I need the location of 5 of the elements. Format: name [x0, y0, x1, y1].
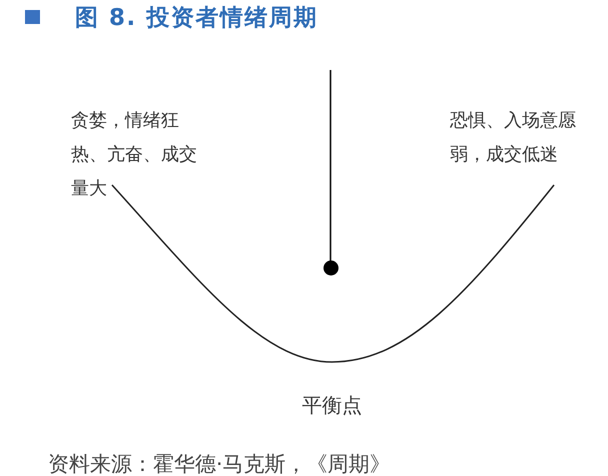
- equilibrium-label: 平衡点: [302, 393, 362, 417]
- annotation-text: 贪婪，情绪狂热、亢奋、成交量大: [71, 109, 197, 201]
- annotation-text: 恐惧、入场意愿弱，成交低迷: [450, 109, 576, 167]
- figure-title: 图 8. 投资者情绪周期: [75, 4, 318, 33]
- source-note: 资料来源：霍华德·马克斯，《周期》: [48, 453, 391, 476]
